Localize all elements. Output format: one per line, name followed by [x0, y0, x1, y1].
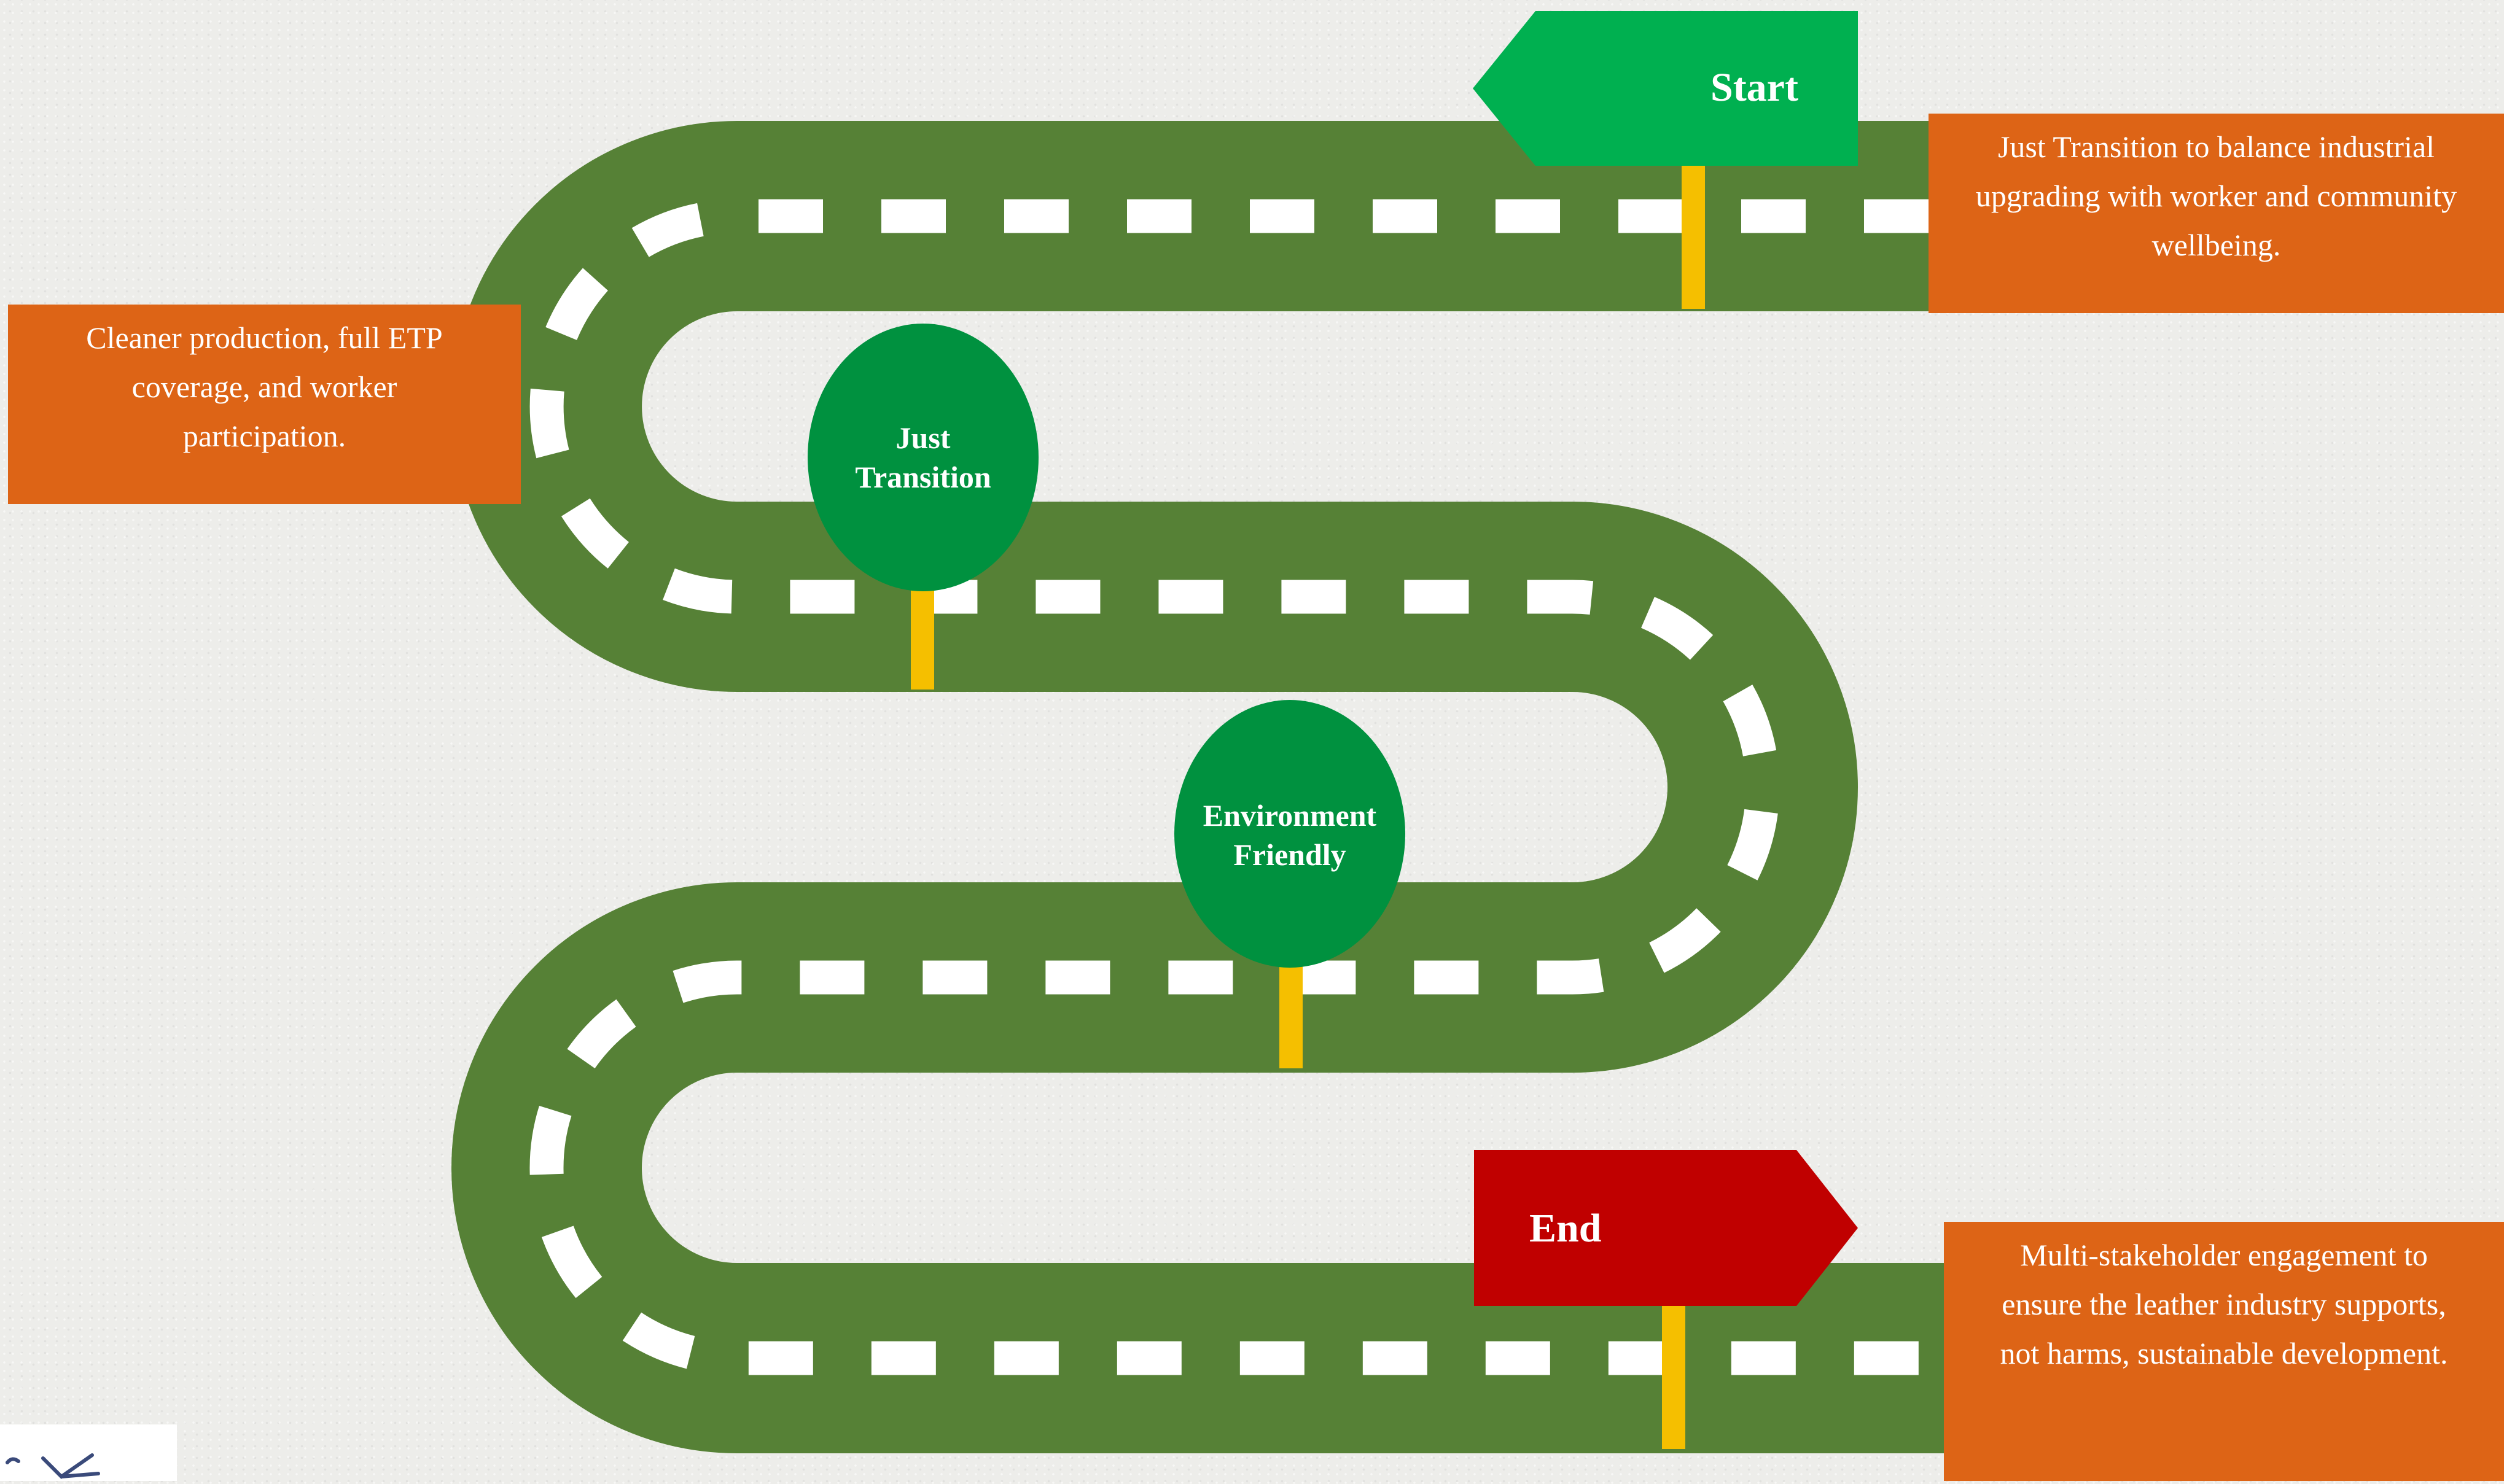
environment-friendly-label: Environment Friendly	[1167, 783, 1413, 887]
start-sign	[1473, 11, 1858, 166]
note-top-right-line1: Just Transition to balance industrial	[1997, 130, 2435, 164]
end-sign	[1474, 1150, 1858, 1306]
note-bottom-right: Multi-stakeholder engagement to ensure t…	[1944, 1222, 2504, 1481]
lane-markings	[529, 199, 1929, 1375]
note-left: Cleaner production, full ETP coverage, a…	[8, 305, 521, 504]
start-sign-pole	[1682, 165, 1705, 309]
just-transition-pole	[911, 577, 934, 690]
note-top-right-line3: wellbeing.	[2151, 228, 2281, 262]
just-transition-line1: Just	[895, 421, 951, 455]
note-left-line3: participation.	[182, 419, 346, 453]
start-label: Start	[1710, 65, 1798, 110]
environment-friendly-milestone	[1174, 700, 1405, 968]
note-bottom-right-line3: not harms, sustainable development.	[2000, 1336, 2448, 1370]
note-left-line2: coverage, and worker	[131, 370, 397, 404]
environment-friendly-pole	[1279, 955, 1303, 1068]
just-transition-milestone	[808, 324, 1039, 591]
logo	[0, 1424, 177, 1481]
end-sign-pole	[1662, 1299, 1685, 1449]
just-transition-line2: Transition	[855, 460, 991, 494]
environment-friendly-line1: Environment	[1203, 798, 1377, 833]
note-top-right: Just Transition to balance industrial up…	[1929, 114, 2504, 313]
note-top-right-line2: upgrading with worker and community	[1975, 179, 2457, 213]
note-left-line1: Cleaner production, full ETP	[86, 320, 443, 355]
end-label: End	[1529, 1206, 1602, 1251]
just-transition-label: Just Transition	[808, 405, 1039, 510]
environment-friendly-line2: Friendly	[1233, 837, 1346, 872]
bird-logo-icon	[6, 1453, 100, 1479]
note-bottom-right-line2: ensure the leather industry supports,	[2002, 1287, 2446, 1321]
note-bottom-right-line1: Multi-stakeholder engagement to	[2020, 1238, 2428, 1272]
